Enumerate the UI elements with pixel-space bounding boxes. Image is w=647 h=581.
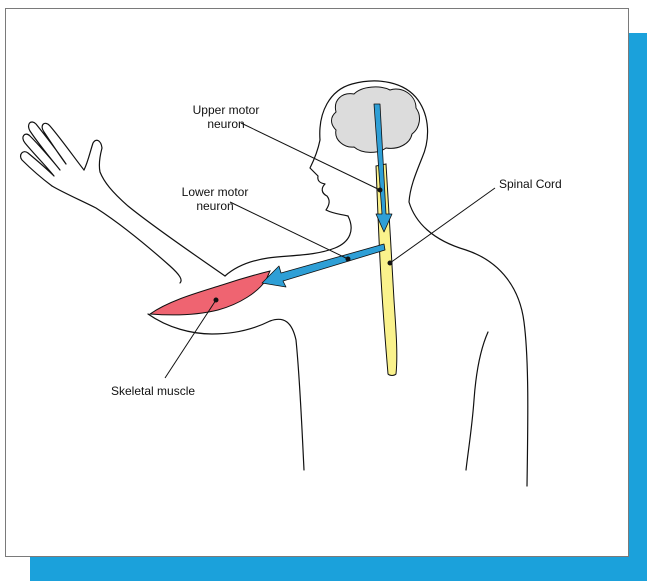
lower-motor-neuron-label-line1: Lower motor — [165, 185, 265, 199]
upper-motor-neuron-label: Upper motor neuron — [171, 103, 281, 131]
shoulder-blade-outline — [466, 332, 488, 470]
skeletal-muscle-dot — [214, 298, 218, 302]
spinal-cord-leader — [390, 188, 495, 263]
face-profile-outline — [310, 140, 348, 216]
lower-motor-neuron-label-line2: neuron — [165, 199, 265, 213]
lower-motor-neuron-label: Lower motor neuron — [165, 185, 265, 213]
lower-motor-neuron-dot — [346, 257, 350, 261]
hand-fingers-outline — [21, 122, 84, 186]
lower-motor-neuron-arrow-icon — [262, 244, 385, 287]
skeletal-muscle-label: Skeletal muscle — [111, 384, 195, 398]
throat-outline — [225, 216, 351, 276]
spinal-cord-icon — [376, 164, 397, 376]
upper-motor-neuron-label-line2: neuron — [171, 117, 281, 131]
spinal-cord-dot — [388, 261, 392, 265]
upper-motor-neuron-dot — [378, 188, 382, 192]
upper-motor-neuron-label-line1: Upper motor — [171, 103, 281, 117]
spinal-cord-label: Spinal Cord — [499, 177, 562, 191]
arm-inner-outline — [52, 186, 181, 283]
